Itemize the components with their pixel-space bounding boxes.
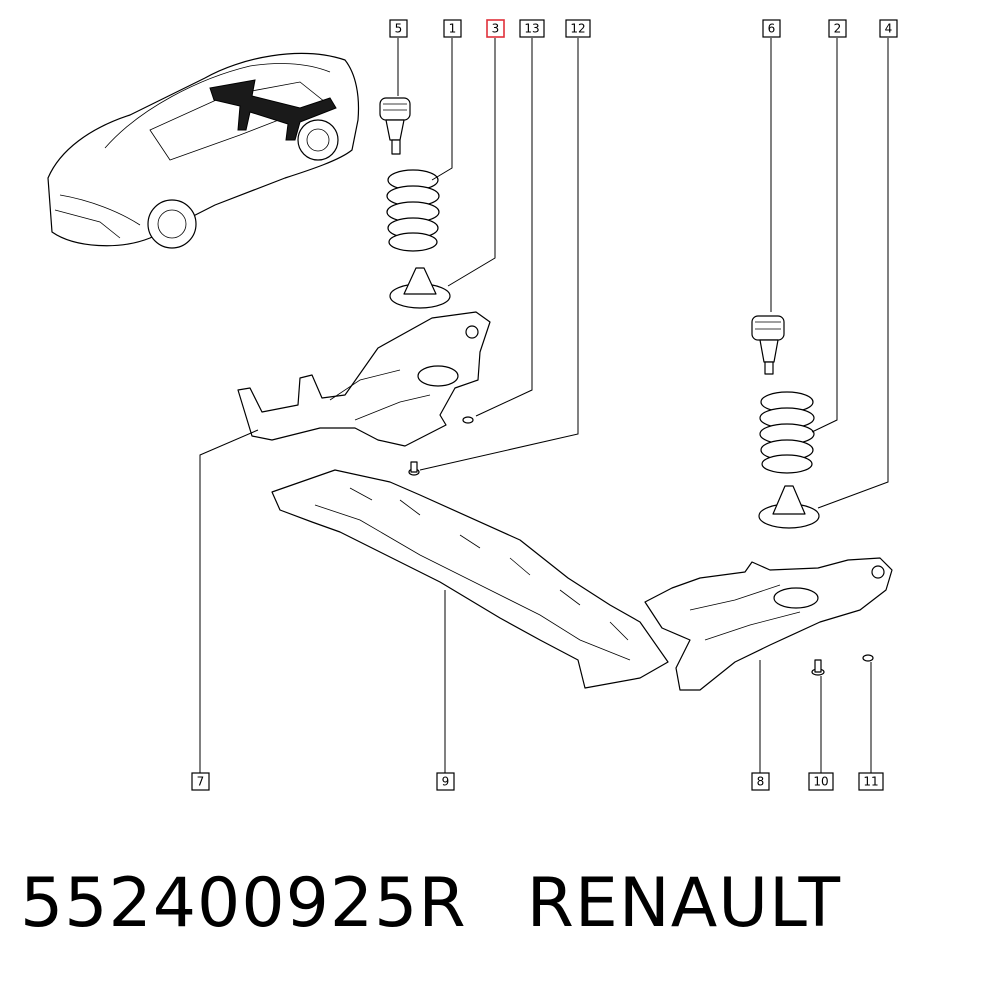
callout-9: 9	[436, 772, 455, 791]
callout-13: 13	[519, 19, 545, 38]
callout-3: 3	[486, 19, 505, 38]
svg-text:1: 1	[449, 22, 457, 36]
coil-spring-rear	[759, 391, 815, 474]
callout-4: 4	[879, 19, 898, 38]
svg-text:12: 12	[570, 22, 585, 36]
bump-stop-front	[389, 267, 451, 309]
svg-text:7: 7	[197, 775, 205, 789]
callout-12: 12	[565, 19, 591, 38]
svg-text:11: 11	[863, 775, 878, 789]
svg-text:5: 5	[395, 22, 403, 36]
brand-name: RENAULT	[526, 863, 842, 943]
underbody-shield-right	[644, 557, 893, 691]
callout-8: 8	[751, 772, 770, 791]
clip-10	[811, 659, 825, 676]
leader-lines	[199, 38, 889, 773]
svg-text:6: 6	[768, 22, 776, 36]
clip-13	[462, 416, 474, 424]
svg-text:8: 8	[757, 775, 765, 789]
svg-text:13: 13	[524, 22, 539, 36]
callout-10: 10	[808, 772, 834, 791]
callout-11: 11	[858, 772, 884, 791]
underbody-shield-left	[237, 311, 491, 447]
callout-6: 6	[762, 19, 781, 38]
part-number: 552400925R	[20, 863, 467, 943]
shock-absorber-front	[379, 97, 411, 155]
svg-text:9: 9	[442, 775, 450, 789]
shock-absorber-rear	[751, 315, 785, 375]
car-illustration	[47, 52, 360, 249]
svg-text:10: 10	[813, 775, 828, 789]
coil-spring-front	[386, 169, 440, 252]
callout-1: 1	[443, 19, 462, 38]
clip-11	[862, 654, 874, 662]
clip-12	[408, 461, 420, 476]
callout-5: 5	[389, 19, 408, 38]
callout-7: 7	[191, 772, 210, 791]
footer-caption: 552400925R RENAULT	[20, 858, 841, 948]
svg-text:4: 4	[885, 22, 893, 36]
callout-2: 2	[828, 19, 847, 38]
svg-text:3: 3	[492, 22, 500, 36]
bump-stop-rear	[758, 485, 820, 529]
underbody-shield-center	[271, 469, 669, 689]
svg-text:2: 2	[834, 22, 842, 36]
